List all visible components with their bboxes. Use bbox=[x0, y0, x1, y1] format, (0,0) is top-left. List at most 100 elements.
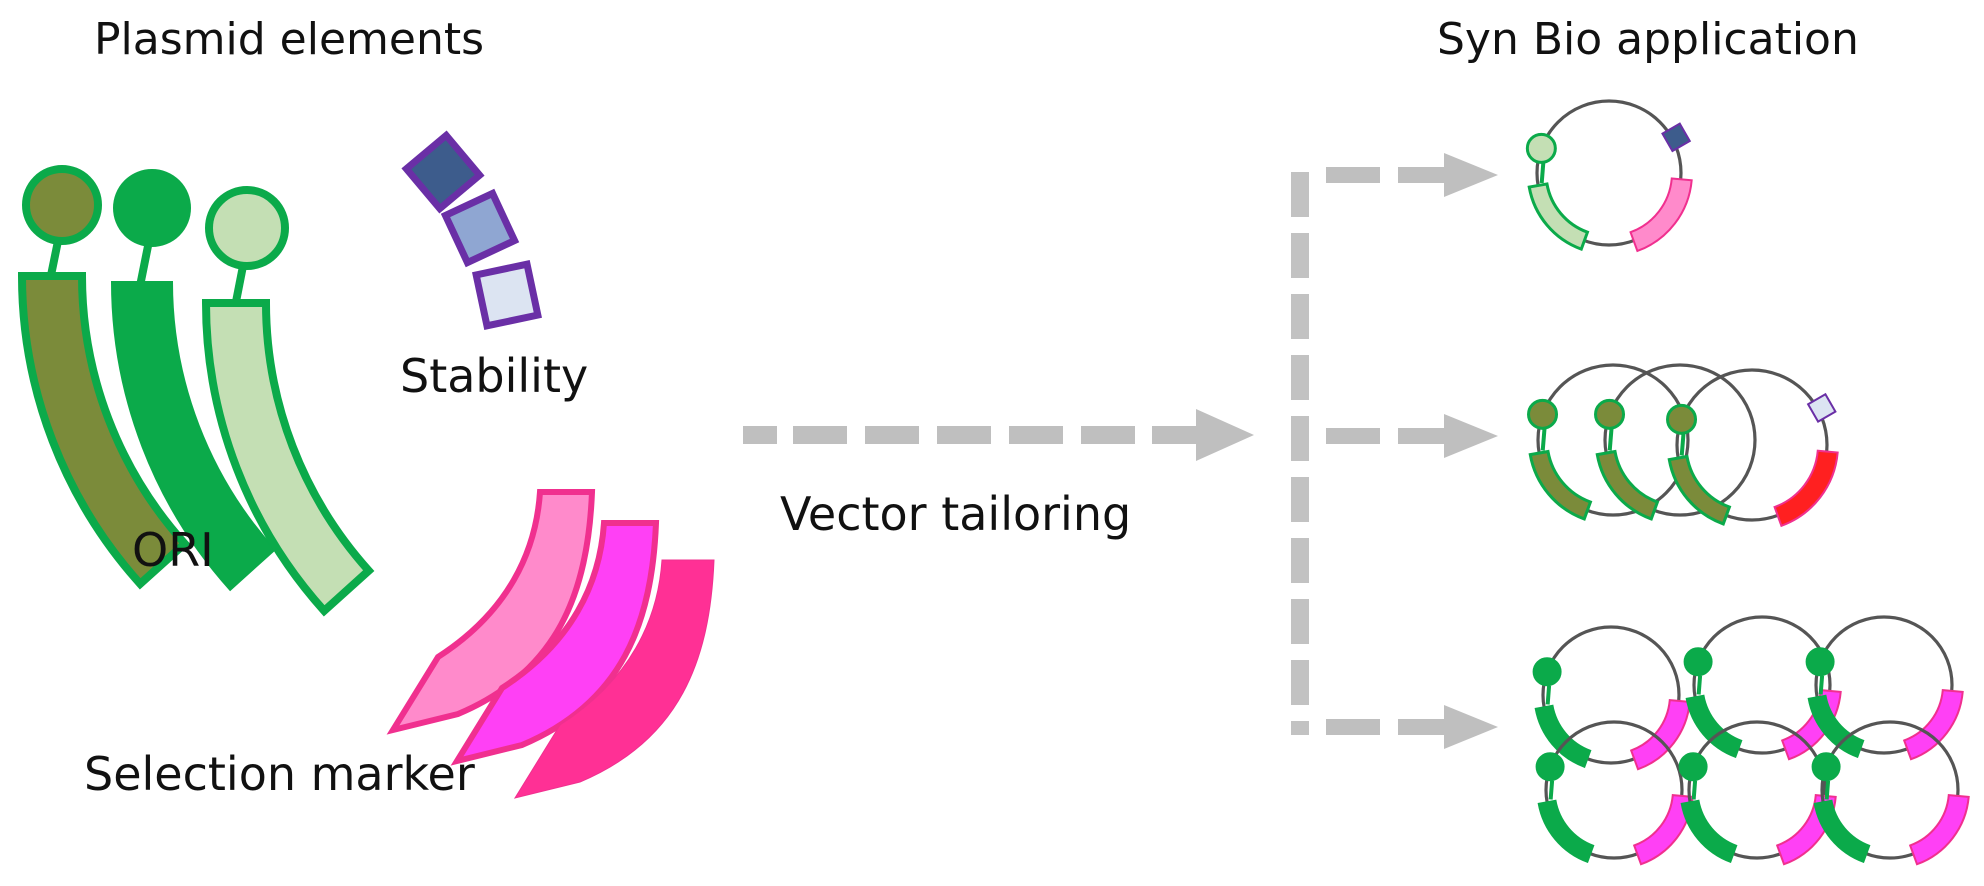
plasmid-backbone bbox=[1536, 363, 1690, 517]
arrow-head bbox=[1444, 705, 1498, 749]
selection-marker bbox=[513, 559, 715, 799]
vertical-dash bbox=[1291, 660, 1309, 705]
ori-circle bbox=[22, 165, 102, 245]
plasmid-ori-circle bbox=[1594, 398, 1626, 430]
plasmid-ori-band bbox=[1527, 182, 1590, 252]
branch-arrow bbox=[1326, 705, 1498, 749]
plasmid-ori-stem bbox=[1818, 675, 1825, 695]
stability-block bbox=[440, 188, 520, 268]
selection-marker bbox=[450, 520, 660, 766]
vertical-dash bbox=[1291, 172, 1309, 217]
ori-element bbox=[17, 165, 191, 590]
dash bbox=[1398, 719, 1448, 735]
dash bbox=[1081, 426, 1135, 444]
vertical-dash bbox=[1291, 721, 1309, 735]
vector-tailoring-arrow bbox=[743, 409, 1254, 461]
plasmid bbox=[1535, 720, 1694, 866]
ori-element bbox=[201, 186, 375, 617]
plasmid bbox=[1666, 368, 1839, 528]
plasmid-ori-band bbox=[1537, 799, 1595, 863]
plasmid bbox=[1532, 625, 1691, 771]
dash bbox=[743, 426, 777, 444]
plasmid-backbone bbox=[1541, 625, 1681, 765]
branch-arrow bbox=[1326, 414, 1498, 458]
plasmid bbox=[1527, 363, 1690, 521]
vertical-dash bbox=[1291, 599, 1309, 644]
title-syn-bio-application: Syn Bio application bbox=[1437, 14, 1859, 65]
label-selection-marker: Selection marker bbox=[84, 747, 475, 801]
plasmid-ori-stem bbox=[1696, 675, 1703, 695]
label-stability: Stability bbox=[400, 349, 588, 403]
plasmid-ori-stem bbox=[1548, 780, 1555, 800]
ori-band bbox=[201, 299, 375, 617]
plasmid-backbone bbox=[1544, 720, 1684, 860]
plasmid-marker-band bbox=[1629, 699, 1691, 771]
dash bbox=[1009, 426, 1063, 444]
plasmid-ori-band bbox=[1680, 799, 1738, 863]
selection-marker bbox=[386, 489, 596, 735]
plasmid-ori-stem bbox=[1607, 428, 1614, 451]
application-multi-plasmid-grid bbox=[1532, 615, 1970, 866]
plasmid-ori-band bbox=[1813, 799, 1871, 863]
dash bbox=[1398, 428, 1448, 444]
plasmid bbox=[1805, 615, 1964, 761]
dash bbox=[865, 426, 919, 444]
plasmid-marker-band bbox=[1773, 449, 1839, 528]
arrow-head bbox=[1444, 153, 1498, 197]
vertical-dash bbox=[1291, 294, 1309, 339]
plasmid-ori-circle bbox=[1525, 132, 1557, 164]
plasmid-ori-circle bbox=[1532, 657, 1562, 687]
plasmid-ori-band bbox=[1807, 694, 1865, 758]
plasmid-backbone bbox=[1692, 615, 1832, 755]
arrow-head bbox=[1196, 409, 1254, 461]
branch-arrow bbox=[1326, 153, 1498, 197]
plasmid-ori-stem bbox=[1691, 780, 1698, 800]
plasmid-ori-circle bbox=[1811, 752, 1841, 782]
plasmid-ori-band bbox=[1595, 449, 1660, 521]
plasmid-ori-stem bbox=[1540, 428, 1547, 451]
stability-block bbox=[472, 260, 542, 330]
plasmid-ori-stem bbox=[1679, 433, 1686, 456]
stability-block bbox=[401, 130, 485, 214]
vertical-dash bbox=[1291, 355, 1309, 400]
plasmid-ori-band bbox=[1685, 694, 1743, 758]
stability-elements bbox=[401, 130, 542, 330]
plasmid-ori-stem bbox=[1824, 780, 1831, 800]
branch-arrows bbox=[1291, 153, 1498, 749]
ori-band bbox=[17, 272, 191, 590]
ori-circle bbox=[113, 169, 191, 247]
plasmid-ori-stem bbox=[1539, 162, 1546, 184]
vertical-dash bbox=[1291, 477, 1309, 522]
selection-marker-elements bbox=[386, 489, 715, 799]
label-ori: ORI bbox=[132, 523, 214, 577]
dash bbox=[1398, 167, 1448, 183]
plasmid bbox=[1811, 720, 1970, 866]
plasmid-backbone bbox=[1814, 615, 1954, 755]
plasmid-backbone bbox=[1603, 363, 1757, 517]
ori-band bbox=[110, 281, 277, 592]
plasmid-ori-circle bbox=[1527, 398, 1559, 430]
dash bbox=[1152, 426, 1206, 444]
dash bbox=[937, 426, 991, 444]
plasmid-ori-circle bbox=[1805, 647, 1835, 677]
plasmid-backbone bbox=[1820, 720, 1960, 860]
plasmid-stability-block bbox=[1661, 122, 1692, 153]
arrow-head bbox=[1444, 414, 1498, 458]
ori-element bbox=[110, 169, 277, 592]
title-plasmid-elements: Plasmid elements bbox=[94, 14, 484, 65]
plasmid-ori-band bbox=[1667, 454, 1732, 526]
vertical-dash bbox=[1291, 416, 1309, 461]
plasmid-ori-circle bbox=[1666, 403, 1698, 435]
application-single-plasmid bbox=[1525, 99, 1693, 253]
label-vector-tailoring: Vector tailoring bbox=[780, 487, 1131, 541]
plasmid bbox=[1594, 363, 1757, 521]
plasmid-ori-stem bbox=[1545, 685, 1552, 705]
dash bbox=[1326, 428, 1380, 444]
vertical-dash bbox=[1291, 233, 1309, 278]
plasmid-marker-band bbox=[1632, 794, 1694, 866]
plasmid-ori-band bbox=[1528, 449, 1593, 521]
plasmid-backbone bbox=[1535, 99, 1683, 247]
plasmid-stability-block bbox=[1806, 392, 1837, 423]
plasmid-backbone bbox=[1675, 368, 1829, 522]
